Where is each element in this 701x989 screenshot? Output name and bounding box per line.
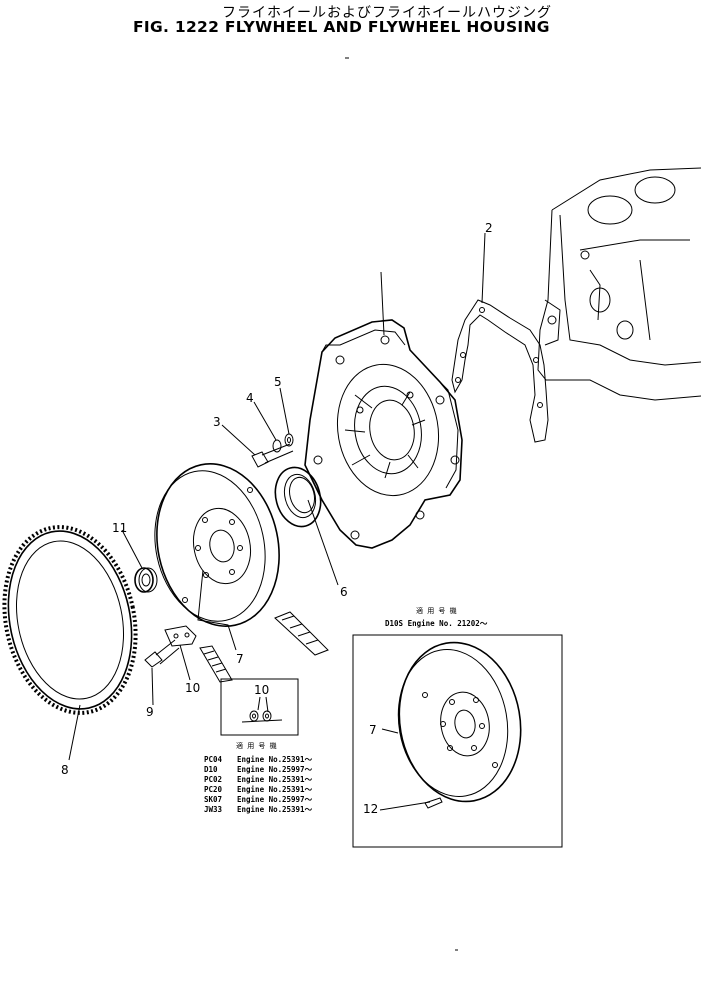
plate-10 xyxy=(164,625,197,647)
oil-seal xyxy=(274,466,322,528)
gasket xyxy=(451,299,549,443)
bolt-3 xyxy=(251,443,294,468)
ring-gear xyxy=(2,525,138,715)
app-row-number: 25997～ xyxy=(282,765,313,774)
washer-4 xyxy=(272,439,282,453)
inset-box-alt-flywheel: 適 用 号 機 D10S Engine No. 21202～ 7 12 xyxy=(352,606,563,848)
app-row-label: Engine No. xyxy=(237,765,282,774)
inset-box-part-10: 10 xyxy=(220,678,299,736)
app-row-model: D10 xyxy=(204,765,218,774)
applicability-table-left: 適 用 号 機 PC04 Engine No. 25391～ D10 Engin… xyxy=(204,741,313,814)
title-japanese: フライホイールおよびフライホイールハウジング xyxy=(222,5,552,21)
callout-11: 11 xyxy=(112,521,127,535)
callout-9: 9 xyxy=(146,705,154,719)
app-row-label: Engine No. xyxy=(237,805,282,814)
app-row-label: Engine No. xyxy=(237,785,282,794)
callout-6: 6 xyxy=(340,585,348,599)
applicability-left-header: 適 用 号 機 xyxy=(236,741,277,750)
callout-7: 7 xyxy=(236,652,244,666)
app-row-number: 25391～ xyxy=(282,785,313,794)
callout-12: 12 xyxy=(363,802,378,816)
app-row-number: 25391～ xyxy=(282,775,313,784)
flywheel-housing xyxy=(304,319,463,549)
app-row-model: JW33 xyxy=(204,805,223,814)
inset-callout-7: 7 xyxy=(369,723,377,737)
callout-4: 4 xyxy=(246,391,254,405)
bearing xyxy=(134,567,158,593)
inset-callout-10: 10 xyxy=(254,683,269,697)
app-row-number: 25997～ xyxy=(282,795,313,804)
app-row-number: 25391～ xyxy=(282,805,313,814)
app-row-label: Engine No. xyxy=(237,775,282,784)
app-row-model: PC20 xyxy=(204,785,223,794)
callout-5: 5 xyxy=(274,375,282,389)
app-row-number: 25391～ xyxy=(282,755,313,764)
assembly-arrows xyxy=(199,611,329,683)
figure-title: FIG. 1222 FLYWHEEL AND FLYWHEEL HOUSING xyxy=(133,18,550,36)
engine-block xyxy=(537,167,701,401)
app-row-model: PC04 xyxy=(204,755,223,764)
app-row-model: PC02 xyxy=(204,775,222,784)
applicability-right-row: D10S Engine No. 21202～ xyxy=(385,619,488,628)
app-row-label: Engine No. xyxy=(237,755,282,764)
app-row-model: SK07 xyxy=(204,795,222,804)
applicability-right-header: 適 用 号 機 xyxy=(416,606,457,615)
callout-8: 8 xyxy=(61,763,69,777)
callout-3: 3 xyxy=(213,415,221,429)
callout-10: 10 xyxy=(185,681,200,695)
callout-2: 2 xyxy=(485,221,493,235)
bolt-9 xyxy=(144,639,180,668)
leader-lines xyxy=(68,232,486,761)
app-row-label: Engine No. xyxy=(237,795,282,804)
flywheel xyxy=(154,463,280,627)
